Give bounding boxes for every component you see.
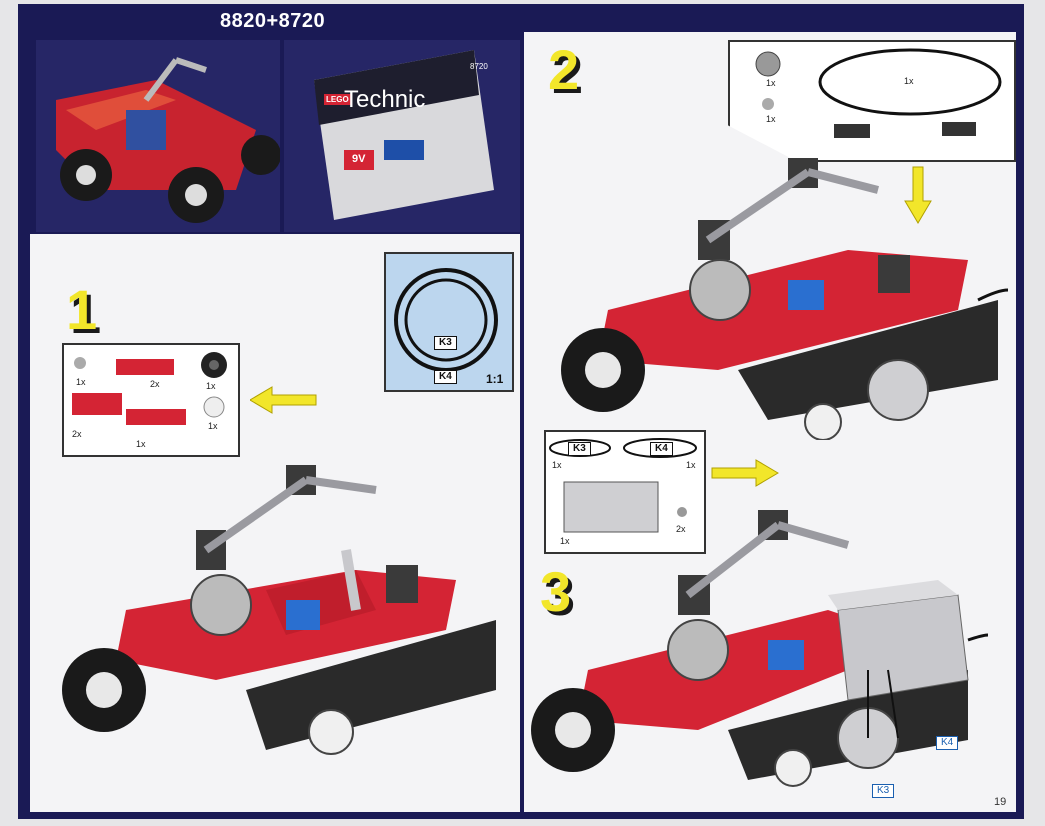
step-3-arrow-icon: [711, 459, 779, 487]
step-2-part-qty: 1x: [904, 76, 914, 86]
step-2-part-qty: 1x: [766, 78, 776, 88]
step-2-arrow-icon: [904, 166, 932, 224]
step-2-parts-box: 1x 1x 1x: [728, 40, 1016, 162]
step-3-callout-k3: K3: [872, 784, 895, 798]
step-1-parts-icons: [72, 352, 227, 425]
step-1-arrow-icon: [250, 386, 317, 414]
k3-label: K3: [434, 336, 457, 350]
step-3-number: 3: [540, 560, 572, 623]
page-number: 19: [994, 796, 1007, 808]
box-set-number: 8720: [470, 62, 488, 71]
step-1-number: 1: [66, 278, 98, 341]
box-battery-label: 9V: [352, 153, 366, 165]
step-3-part-qty: 1x: [686, 460, 696, 470]
box-product-line: Technic: [344, 86, 426, 113]
step-1-part-qty: 1x: [206, 381, 216, 391]
step-3-callout-k4: K4: [936, 736, 959, 750]
step-1-part-qty: 2x: [150, 379, 160, 389]
step-3-part-qty: 1x: [552, 460, 562, 470]
step-2-number: 2: [548, 38, 580, 101]
step-3-model-illustration: [531, 510, 988, 787]
step-1-parts-box: 1x 2x 1x 2x 1x 1x: [62, 343, 240, 457]
technic-box-icon: [314, 50, 494, 220]
page-title: 8820+8720: [220, 10, 326, 32]
step-1-part-qty: 1x: [208, 421, 218, 431]
step-2-model-illustration: [561, 158, 1008, 440]
step-1-part-qty: 1x: [76, 377, 86, 387]
k4-label: K4: [434, 370, 457, 384]
step-1-part-qty: 2x: [72, 429, 82, 439]
box-brand: LEGO: [324, 94, 351, 105]
step-3-k4-label: K4: [650, 442, 673, 456]
step-1-scale-box: K3 K4 1:1: [384, 252, 514, 392]
step-3-parts-box: K3 1x K4 1x 1x 2x: [544, 430, 706, 554]
buggy-photo-icon: [56, 57, 280, 223]
scale-ratio: 1:1: [486, 372, 504, 386]
step-2-parts-icons: [755, 48, 1002, 138]
step-1-model-illustration: [62, 465, 496, 755]
model-photo: [36, 40, 280, 232]
step-2-part-qty: 1x: [766, 114, 776, 124]
step-3-part-qty: 1x: [560, 536, 570, 546]
step-3-k3-label: K3: [568, 442, 591, 456]
step-1-part-qty: 1x: [136, 439, 146, 449]
step-3-part-qty: 2x: [676, 524, 686, 534]
set-box-photo: LEGO Technic 8720 9V: [284, 40, 520, 232]
step-3-parts-icons: [549, 438, 697, 533]
